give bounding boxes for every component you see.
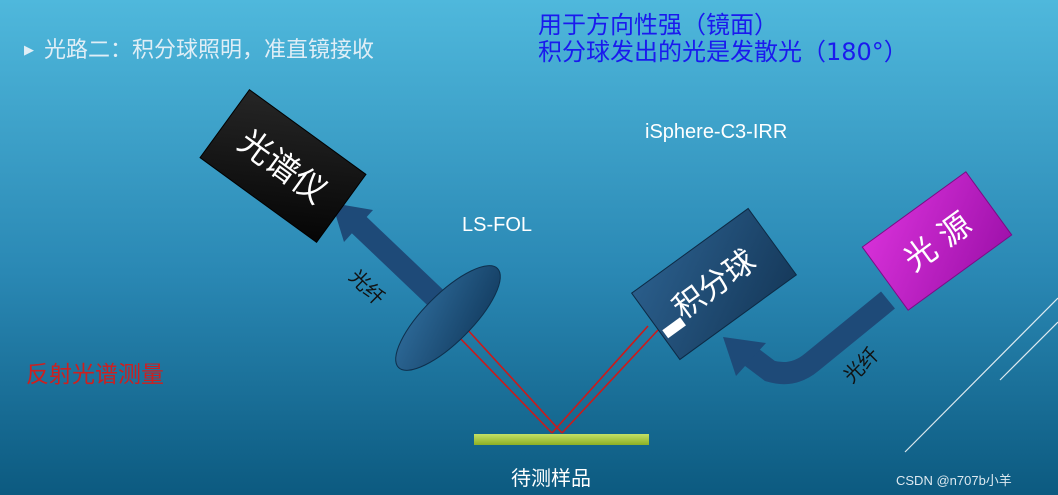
sample-label: 待测样品: [511, 466, 591, 490]
fiber-to-spectrometer: [332, 203, 448, 310]
light-beams: [455, 325, 659, 434]
bullet-triangle-icon: ▶: [24, 43, 34, 58]
note-line-2: 积分球发出的光是发散光（180°）: [538, 38, 908, 66]
sample-plate: [474, 434, 649, 445]
blue-note: 用于方向性强（镜面） 积分球发出的光是发散光（180°）: [538, 12, 908, 66]
collimator-lens: [395, 265, 501, 371]
method-label: 反射光谱测量: [26, 362, 164, 388]
bullet-text: 光路二：积分球照明，准直镜接收: [44, 38, 375, 63]
note-line-1: 用于方向性强（镜面）: [538, 11, 778, 39]
sphere-port: [662, 317, 686, 339]
decorative-lines: [904, 297, 1058, 453]
lsfol-label: LS-FOL: [462, 214, 533, 236]
fiber-to-sphere: [723, 291, 895, 385]
light-source: 光 源: [861, 171, 1013, 311]
isphere-label: iSphere-C3-IRR: [645, 121, 788, 143]
bullet-line: ▶ 光路二：积分球照明，准直镜接收: [24, 32, 374, 64]
watermark: CSDN @n707b小羊: [896, 473, 1012, 488]
integrating-sphere: 积分球: [630, 207, 798, 361]
